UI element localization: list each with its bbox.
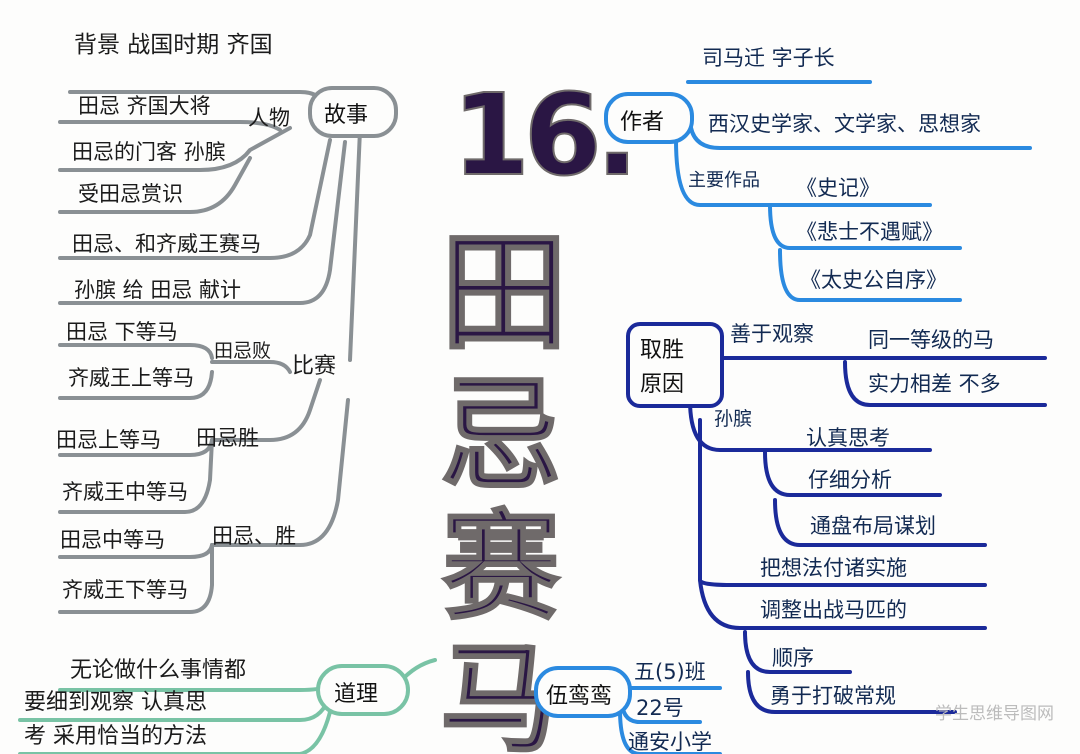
story-event: 孙膑 给 田忌 献计 bbox=[74, 278, 242, 302]
reasons-branch-line bbox=[746, 670, 957, 714]
author-works-label: 主要作品 bbox=[688, 170, 760, 191]
story-event: 田忌、和齐威王赛马 bbox=[72, 232, 261, 256]
lesson-line: 要细到观察 认真思 bbox=[24, 690, 207, 715]
story-branch-line bbox=[58, 156, 252, 214]
story-label: 故事 bbox=[324, 103, 369, 128]
story-branch-line bbox=[58, 370, 214, 400]
student-info: 通安小学 bbox=[628, 730, 712, 754]
race-line: 田忌 下等马 bbox=[66, 320, 178, 344]
reasons-branch-line bbox=[843, 360, 1047, 407]
story-node bbox=[308, 86, 398, 138]
story-branch-line bbox=[58, 543, 214, 614]
title-char-1: 田 bbox=[439, 219, 569, 368]
observe-point: 同一等级的马 bbox=[868, 328, 994, 352]
author-label: 作者 bbox=[620, 110, 665, 135]
watermark: 学生思维导图网 bbox=[935, 704, 1054, 724]
story-person: 田忌的门客 孙膑 bbox=[72, 140, 226, 164]
title-char-2: 忌 bbox=[439, 365, 563, 507]
story-branch-line bbox=[58, 126, 292, 172]
race-result: 田忌胜 bbox=[196, 426, 259, 450]
race-line: 田忌中等马 bbox=[60, 528, 165, 552]
action-point: 勇于打破常规 bbox=[770, 684, 896, 708]
reasons-node bbox=[626, 322, 724, 408]
story-person: 田忌 齐国大将 bbox=[78, 94, 211, 118]
story-people-label: 人物 bbox=[248, 106, 290, 130]
reasons-branch-line bbox=[763, 450, 942, 497]
race-line: 田忌上等马 bbox=[56, 428, 161, 452]
lesson-node bbox=[316, 664, 410, 716]
story-branch-line bbox=[210, 360, 292, 374]
student-node bbox=[534, 666, 632, 718]
story-branch-line bbox=[58, 438, 214, 514]
race-line: 齐威王上等马 bbox=[68, 366, 194, 390]
sunbin-point: 认真思考 bbox=[806, 426, 890, 450]
story-branch-line bbox=[58, 138, 332, 260]
author-work: 《悲士不遇赋》 bbox=[796, 220, 943, 244]
lesson-label: 道理 bbox=[334, 682, 379, 707]
story-branch-line bbox=[210, 378, 322, 442]
race-line: 齐威王下等马 bbox=[62, 578, 188, 602]
story-person: 受田忌赏识 bbox=[78, 182, 183, 206]
race-result: 田忌败 bbox=[214, 340, 272, 362]
sunbin-point: 仔细分析 bbox=[808, 468, 892, 492]
observe-label: 善于观察 bbox=[730, 322, 814, 346]
reasons-label-line: 取胜 bbox=[640, 338, 685, 363]
race-result: 田忌、胜 bbox=[212, 524, 296, 548]
reasons-branch-line bbox=[743, 630, 852, 674]
author-branch-line bbox=[674, 138, 932, 207]
reasons-branch-line bbox=[773, 498, 987, 547]
action-point: 顺序 bbox=[772, 646, 814, 670]
author-branch-line bbox=[768, 203, 962, 250]
lesson-line: 无论做什么事情都 bbox=[70, 658, 247, 683]
student-info: 22号 bbox=[636, 696, 684, 720]
reason-action: 把想法付诸实施 bbox=[760, 556, 907, 580]
sunbin-point: 通盘布局谋划 bbox=[810, 514, 936, 538]
story-background: 背景 战国时期 齐国 bbox=[74, 32, 273, 58]
reasons-label-line: 原因 bbox=[640, 372, 685, 397]
author-identity: 西汉史学家、文学家、思想家 bbox=[708, 112, 981, 136]
story-branch-line bbox=[58, 120, 282, 132]
author-work: 《太史公自序》 bbox=[800, 268, 947, 292]
author-node bbox=[604, 92, 694, 144]
author-branch-line bbox=[778, 248, 962, 302]
story-branch-line bbox=[348, 128, 362, 362]
story-branch-line bbox=[210, 398, 350, 547]
lesson-line: 考 采用恰当的方法 bbox=[24, 724, 207, 749]
sunbin-label: 孙膑 bbox=[714, 408, 753, 430]
reasons-branch-line bbox=[698, 578, 987, 630]
story-branch-line bbox=[58, 140, 347, 305]
race-line: 齐威王中等马 bbox=[62, 480, 188, 504]
observe-point: 实力相差 不多 bbox=[868, 372, 1001, 396]
story-race-label: 比赛 bbox=[292, 354, 337, 379]
student-name: 伍鸾鸾 bbox=[546, 684, 613, 709]
reason-action: 调整出战马匹的 bbox=[760, 598, 907, 622]
student-info: 五(5)班 bbox=[634, 660, 706, 684]
title-number: 16. bbox=[451, 71, 639, 201]
author-work: 《史记》 bbox=[796, 176, 880, 200]
author-name: 司马迁 字子长 bbox=[702, 46, 835, 70]
story-branch-line bbox=[58, 343, 214, 360]
title-char-3: 赛 bbox=[441, 498, 561, 636]
